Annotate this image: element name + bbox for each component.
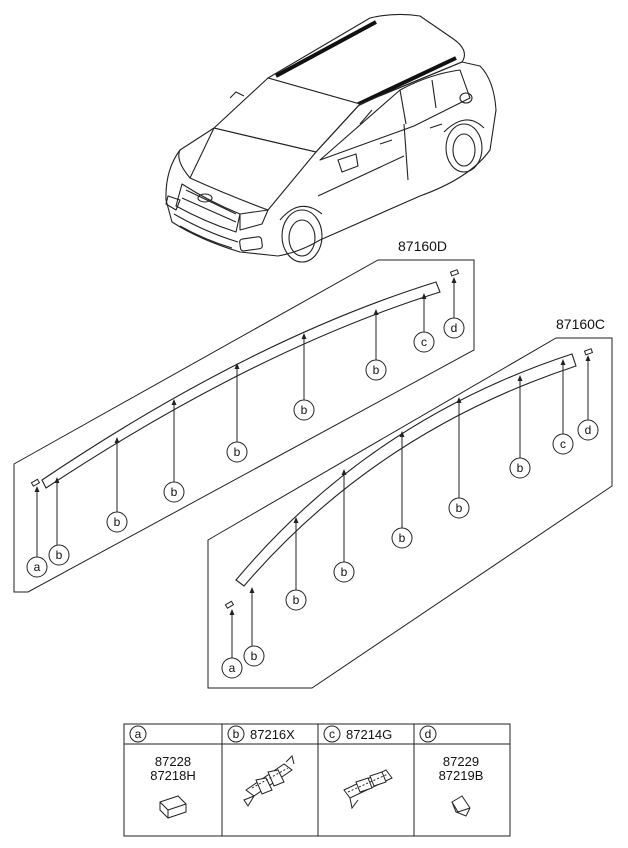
parts-legend-table: a b c d 87216X 87214G 87228 87218H xyxy=(123,723,511,837)
callout-c: c xyxy=(421,335,427,349)
callout-b: b xyxy=(293,593,300,607)
callout-b: b xyxy=(373,363,380,377)
callout-b: b xyxy=(341,565,348,579)
callout-b: b xyxy=(114,515,121,529)
callout-a: a xyxy=(229,661,236,675)
legend-a-part-no-2: 87218H xyxy=(150,768,196,783)
lower-assembly-part-no: 87160C xyxy=(556,316,605,332)
lower-assembly: 87160C xyxy=(207,316,613,689)
clip-d-part-icon xyxy=(451,795,471,817)
callout-b: b xyxy=(301,403,308,417)
callout-b: b xyxy=(517,461,524,475)
legend-b-letter: b xyxy=(233,727,240,741)
clip-a-part-icon xyxy=(159,795,187,819)
clip-d-icon xyxy=(449,269,460,277)
upper-assembly: 87160D xyxy=(13,238,475,593)
callout-b: b xyxy=(234,445,241,459)
callout-b: b xyxy=(56,548,63,562)
callout-a: a xyxy=(34,560,41,574)
legend-b-part-no: 87216X xyxy=(250,727,295,742)
clip-a-icon xyxy=(30,478,41,487)
clip-d-icon xyxy=(583,348,594,356)
callout-d: d xyxy=(585,423,592,437)
legend-d-part-no-2: 87219B xyxy=(439,768,484,783)
callout-d: d xyxy=(451,321,458,335)
legend-d-letter: d xyxy=(425,727,432,741)
clip-b-part-icon xyxy=(243,755,295,807)
upper-roof-molding xyxy=(41,281,441,489)
legend-a-letter: a xyxy=(135,727,142,741)
legend-c-part-no: 87214G xyxy=(346,727,392,742)
callout-b: b xyxy=(251,649,258,663)
legend-d-part-no-1: 87229 xyxy=(443,754,479,769)
upper-assembly-part-no: 87160D xyxy=(398,238,447,254)
lower-assembly-frame xyxy=(207,337,613,689)
legend-c-letter: c xyxy=(329,727,335,741)
callout-b: b xyxy=(399,531,406,545)
clip-a-icon xyxy=(224,600,235,609)
callout-c: c xyxy=(560,437,566,451)
car-illustration xyxy=(165,13,497,263)
clip-c-part-icon xyxy=(343,769,393,810)
legend-a-part-no-1: 87228 xyxy=(155,754,191,769)
callout-b: b xyxy=(456,501,463,515)
callout-b: b xyxy=(171,485,178,499)
lower-roof-molding xyxy=(235,353,577,587)
